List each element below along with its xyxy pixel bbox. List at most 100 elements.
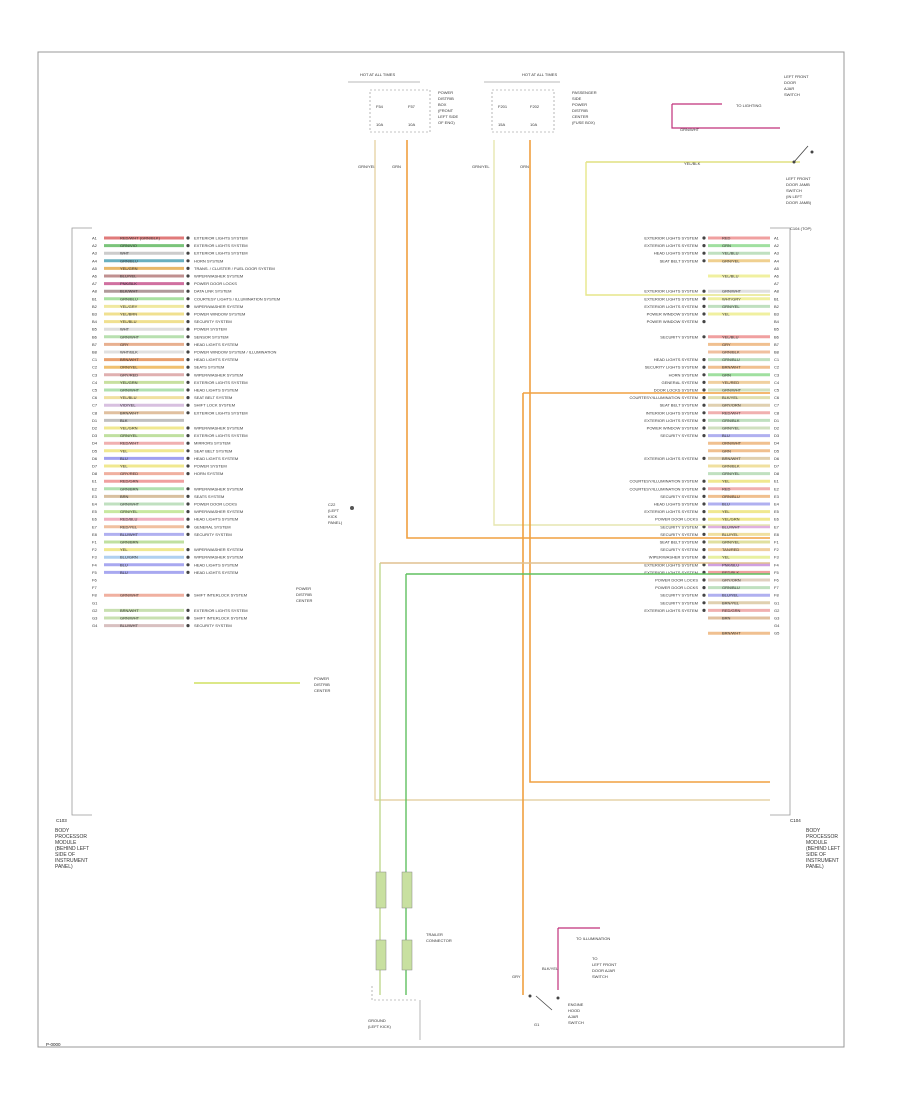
fuse-box-1-line-3: (FRONT — [438, 108, 454, 113]
left-pin-color: GRN/BRN — [120, 540, 139, 545]
left-pin-circuit: SHIFT INTERLOCK SYSTEM — [194, 593, 247, 598]
left-pin-id: D2 — [92, 426, 98, 431]
right-pin-dot — [702, 548, 706, 552]
right-pin-circuit: SEAT BELT SYSTEM — [660, 258, 698, 263]
left-pin-id: C8 — [92, 410, 98, 415]
left-pin-dot — [186, 236, 190, 240]
right-pin-color: BRN/WHT — [722, 365, 741, 370]
right-pin-dot — [702, 289, 706, 293]
left-pin-circuit: POWER WINDOW SYSTEM — [194, 312, 245, 317]
left-pin-id: D5 — [92, 448, 98, 453]
left-pin-circuit: SECURITY SYSTEM — [194, 532, 232, 537]
left-pin-color: YEL — [120, 547, 128, 552]
right-pin-id: E5 — [774, 509, 780, 514]
left-pin-circuit: EXTERIOR LIGHTS SYSTEM — [194, 243, 248, 248]
power-label-2: CENTER — [296, 598, 313, 603]
left-pin-id: B3 — [92, 312, 98, 317]
left-pin-dot — [186, 525, 190, 529]
wiring-paths — [194, 140, 770, 995]
left-module-line-0: BODY — [55, 828, 70, 834]
right-pin-dot — [702, 517, 706, 521]
left-pin-circuit: SECURITY SYSTEM — [194, 319, 232, 324]
left-pin-color: BLU — [120, 570, 128, 575]
left-pin-dot — [186, 411, 190, 415]
center-label-2: DOOR AJAR — [592, 968, 615, 973]
left-pin-id: B5 — [92, 327, 98, 332]
left-pin-id: A2 — [92, 243, 98, 248]
left-pin-color: YEL/BRN — [120, 312, 137, 317]
fuse-box-1-line-5: OF ENG) — [438, 120, 455, 125]
fuse-box-1-fuse-b: F57 — [408, 104, 416, 109]
fuse-box-1: HOT AT ALL TIMES F54 10A F57 10A POWER D… — [348, 72, 458, 169]
right-pin-dot — [702, 578, 706, 582]
right-pin-dot — [702, 312, 706, 316]
right-module-line-0: BODY — [806, 828, 821, 834]
right-pin-dot — [702, 555, 706, 559]
left-pin-id: A3 — [92, 251, 98, 256]
left-pin-dot — [186, 244, 190, 248]
door-switch-line-1: DOOR — [784, 80, 796, 85]
left-pin-circuit: SEAT BELT SYSTEM — [194, 395, 232, 400]
left-pin-color: RED/GRN — [120, 479, 139, 484]
right-pin-id: B2 — [774, 304, 780, 309]
right-pin-color: YEL — [722, 312, 730, 317]
left-pin-color: BLU/WHT — [120, 532, 139, 537]
left-pin-circuit: POWER SYSTEM — [194, 327, 227, 332]
door-switch-line-3: SWITCH — [784, 92, 800, 97]
right-pin-dot — [702, 251, 706, 255]
right-pin-id: E2 — [774, 486, 780, 491]
right-pin-color: BRN — [722, 616, 731, 621]
right-pin-color: YEL — [722, 555, 730, 560]
left-pin-id: D1 — [92, 418, 98, 423]
power-label2-1: DISTRIB — [314, 682, 330, 687]
right-pin-circuit: GENERAL SYSTEM — [661, 380, 698, 385]
fuse-box-2: HOT AT ALL TIMES F201 15A F202 10A PASSE… — [472, 72, 597, 169]
left-pin-color: BRN/WHT — [120, 608, 139, 613]
left-pin-dot — [186, 510, 190, 514]
fuse-box-2-wire-b: ORN — [520, 164, 529, 169]
door-switch-lever — [793, 145, 809, 163]
right-pin-circuit: EXTERIOR LIGHTS SYSTEM — [644, 243, 698, 248]
right-pin-color: GRY/ORN — [722, 578, 741, 583]
fuse-box-2-wire-a: GRN/YEL — [472, 164, 490, 169]
left-pin-color: GRN/VIO — [120, 243, 137, 248]
left-pin-color: BRN/WHT — [120, 357, 139, 362]
right-pin-dot — [702, 601, 706, 605]
right-pin-color: YEL/GRN — [722, 517, 740, 522]
right-pin-id: A5 — [774, 266, 780, 271]
right-pin-dot — [702, 487, 706, 491]
right-pin-dot — [702, 586, 706, 590]
right-pin-color: WHT/GRY — [722, 296, 741, 301]
right-pin-color: GRN/YEL — [722, 304, 740, 309]
right-pin-id: B4 — [774, 319, 780, 324]
left-pin-id: F8 — [92, 593, 97, 598]
left-pin-dot — [186, 532, 190, 537]
left-pin-dot — [186, 487, 190, 491]
left-pin-color: WHT — [120, 327, 130, 332]
